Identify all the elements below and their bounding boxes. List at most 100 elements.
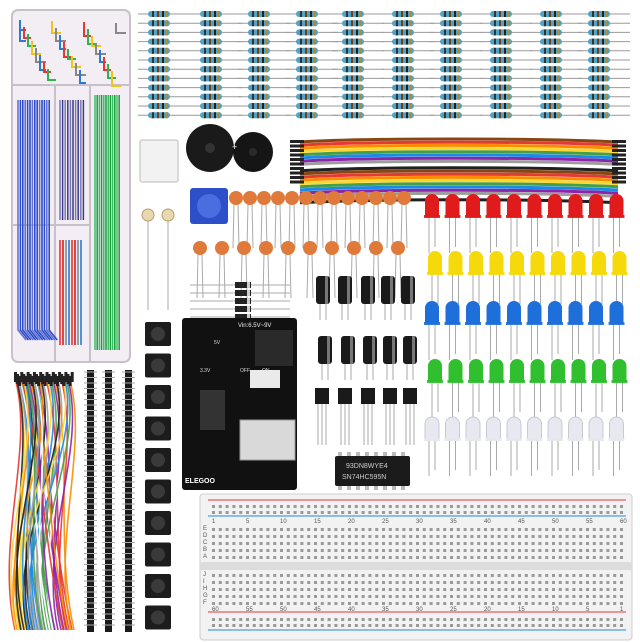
- breadboard-column-number: 5: [246, 519, 250, 525]
- connector: [612, 144, 626, 148]
- breadboard-hole: [524, 588, 528, 591]
- connector: [290, 158, 304, 161]
- breadboard-hole: [518, 505, 521, 508]
- resistor-band: [458, 11, 460, 17]
- breadboard-hole: [280, 618, 283, 621]
- breadboard-hole: [368, 624, 372, 627]
- resistor-band: [218, 112, 220, 119]
- breadboard-hole: [613, 549, 617, 552]
- breadboard-column-number: 1: [620, 607, 624, 613]
- resistor-band: [305, 47, 307, 54]
- breadboard-hole: [341, 595, 345, 598]
- resistor-band: [454, 11, 456, 17]
- breadboard-hole: [443, 618, 447, 621]
- breadboard-hole: [463, 602, 467, 605]
- breadboard-hole: [579, 556, 583, 559]
- resistor-band: [356, 93, 358, 100]
- breadboard-hole: [375, 511, 379, 514]
- breadboard-hole: [293, 535, 297, 538]
- resistor-band: [444, 11, 446, 17]
- breadboard-hole: [592, 511, 596, 514]
- breadboard-hole: [429, 581, 433, 584]
- breadboard-hole: [225, 588, 229, 591]
- led-rim: [424, 438, 440, 441]
- breadboard-column-number: 10: [552, 607, 559, 613]
- breadboard-hole: [293, 574, 297, 577]
- resistor-band: [606, 47, 608, 54]
- resistor-band: [262, 38, 264, 45]
- led-rim: [424, 322, 440, 325]
- breadboard-hole: [300, 511, 304, 514]
- resistor-band: [558, 66, 560, 73]
- resistor-band: [266, 75, 268, 82]
- ic-pin: [392, 452, 396, 456]
- breadboard-hole: [225, 602, 229, 605]
- connector: [290, 140, 304, 143]
- capacitor: [383, 191, 397, 205]
- breadboard-hole: [490, 511, 494, 514]
- breadboard-hole: [252, 528, 256, 531]
- resistor-band: [262, 112, 264, 119]
- long-wire: [38, 100, 49, 341]
- breadboard-hole: [368, 595, 372, 598]
- breadboard-hole: [273, 528, 277, 531]
- breadboard-hole: [497, 581, 501, 584]
- breadboard-hole: [429, 595, 433, 598]
- breadboard-hole: [504, 542, 508, 545]
- resistor-band: [544, 66, 546, 73]
- breadboard-hole: [552, 602, 555, 605]
- resistor-band: [401, 84, 403, 91]
- resistor-band: [558, 29, 560, 36]
- breadboard-hole: [436, 574, 440, 577]
- resistor-band: [406, 66, 408, 73]
- resistor-band: [157, 103, 159, 109]
- breadboard-hole: [273, 581, 277, 584]
- resistor-band: [401, 38, 403, 45]
- resistor-band: [494, 103, 496, 109]
- breadboard-hole: [606, 511, 610, 514]
- resistor-band: [300, 20, 302, 27]
- resistor-band: [346, 47, 348, 54]
- breadboard-hole: [497, 542, 501, 545]
- resistor-band: [218, 75, 220, 82]
- breadboard-hole: [320, 528, 324, 531]
- ic-pin: [338, 486, 342, 490]
- breadboard-hole: [511, 618, 515, 621]
- breadboard-hole: [348, 595, 351, 598]
- resistor-band: [592, 84, 594, 91]
- breadboard-hole: [388, 624, 392, 627]
- resistor-band: [449, 66, 451, 73]
- breadboard-hole: [613, 505, 617, 508]
- breadboard-hole: [572, 556, 576, 559]
- ic-pin: [347, 452, 351, 456]
- led-rim: [465, 438, 481, 441]
- resistor-band: [351, 103, 353, 109]
- breadboard-column-number: 35: [382, 607, 389, 613]
- breadboard-hole: [266, 528, 270, 531]
- led-rim: [427, 272, 443, 275]
- breadboard-hole: [592, 556, 596, 559]
- resistor-band: [351, 84, 353, 91]
- resistor-band: [406, 20, 408, 27]
- resistor-band: [544, 84, 546, 91]
- breadboard-hole: [212, 556, 215, 559]
- breadboard-hole: [484, 542, 487, 545]
- breadboard-column-number: 15: [518, 607, 525, 613]
- resistor-band: [606, 93, 608, 100]
- ic-pin: [401, 486, 405, 490]
- breadboard-hole: [232, 505, 236, 508]
- breadboard-hole: [273, 542, 277, 545]
- breadboard-hole: [531, 595, 535, 598]
- breadboard-hole: [416, 556, 419, 559]
- resistor-band: [214, 57, 216, 63]
- breadboard-hole: [361, 581, 365, 584]
- breadboard-hole: [586, 581, 589, 584]
- resistor-band: [554, 66, 556, 73]
- wire-tip: [47, 374, 51, 384]
- breadboard-hole: [422, 505, 426, 508]
- long-wire: [26, 100, 37, 341]
- resistor-band: [209, 75, 211, 82]
- wire-tip: [20, 372, 24, 382]
- capacitor-stripe: [370, 276, 373, 304]
- breadboard-hole: [286, 574, 290, 577]
